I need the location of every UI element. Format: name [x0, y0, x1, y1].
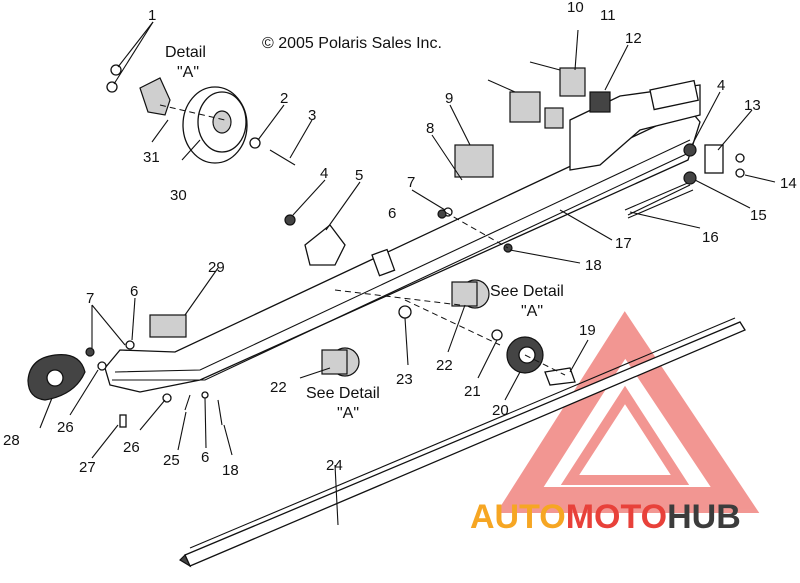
callout-26a: 26 — [57, 419, 74, 436]
callout-6a: 6 — [388, 205, 396, 222]
see-detail-right-label: See Detail — [490, 283, 564, 300]
callout-12: 12 — [625, 30, 642, 47]
callout-31: 31 — [143, 149, 160, 166]
watermark-text: AUTOMOTOHUB — [470, 498, 741, 536]
callout-7a: 7 — [407, 174, 415, 191]
leader-lines — [39, 21, 776, 526]
watermark-part1: AUTO — [470, 498, 566, 536]
callout-19: 19 — [579, 322, 596, 339]
callout-30: 30 — [170, 187, 187, 204]
callout-4b: 4 — [320, 165, 328, 182]
callout-3: 3 — [308, 107, 316, 124]
copyright-text: © 2005 Polaris Sales Inc. — [262, 35, 442, 52]
callout-23: 23 — [396, 371, 413, 388]
callout-14: 14 — [780, 175, 797, 192]
callout-22a: 22 — [436, 357, 453, 374]
callout-18a: 18 — [585, 257, 602, 274]
watermark-logo-icon — [496, 311, 760, 513]
callout-17: 17 — [615, 235, 632, 252]
see-detail-left-label: See Detail — [306, 385, 380, 402]
callout-13: 13 — [744, 97, 761, 114]
callout-6b: 6 — [130, 283, 138, 300]
callout-15: 15 — [750, 207, 767, 224]
tip-28 — [27, 354, 86, 401]
callout-2: 2 — [280, 90, 288, 107]
callout-28: 28 — [3, 432, 20, 449]
callout-11: 11 — [600, 7, 616, 24]
callout-7b: 7 — [86, 290, 94, 307]
idler-wheel-30 — [139, 77, 248, 164]
callout-24: 24 — [326, 457, 343, 474]
callout-18b: 18 — [222, 462, 239, 479]
labels: © 2005 Polaris Sales Inc. Detail "A" See… — [3, 0, 797, 479]
detail-wheels — [321, 279, 576, 386]
watermark-part2: MOTO — [566, 498, 667, 536]
callout-25: 25 — [163, 452, 180, 469]
callout-6c: 6 — [201, 449, 209, 466]
callout-4a: 4 — [717, 77, 725, 94]
see-detail-right-letter: "A" — [521, 303, 543, 320]
callout-8: 8 — [426, 120, 434, 137]
callout-10: 10 — [567, 0, 584, 16]
detail-a-letter: "A" — [177, 64, 199, 81]
callout-9: 9 — [445, 90, 453, 107]
callout-22b: 22 — [270, 379, 287, 396]
parts-upper-right — [454, 67, 724, 219]
callout-1: 1 — [148, 7, 156, 24]
block-29 — [149, 314, 187, 338]
callout-26b: 26 — [123, 439, 140, 456]
callout-27: 27 — [79, 459, 96, 476]
callout-20: 20 — [492, 402, 509, 419]
callout-21: 21 — [464, 383, 481, 400]
assembly-lines — [159, 104, 566, 376]
detail-a-label: Detail — [165, 44, 206, 61]
callout-29: 29 — [208, 259, 225, 276]
slide-rail-24 — [179, 317, 746, 568]
rail-assembly-17 — [104, 79, 701, 393]
callout-16: 16 — [702, 229, 719, 246]
see-detail-left-letter: "A" — [337, 405, 359, 422]
watermark-part3: HUB — [667, 498, 741, 536]
callout-5: 5 — [355, 167, 363, 184]
